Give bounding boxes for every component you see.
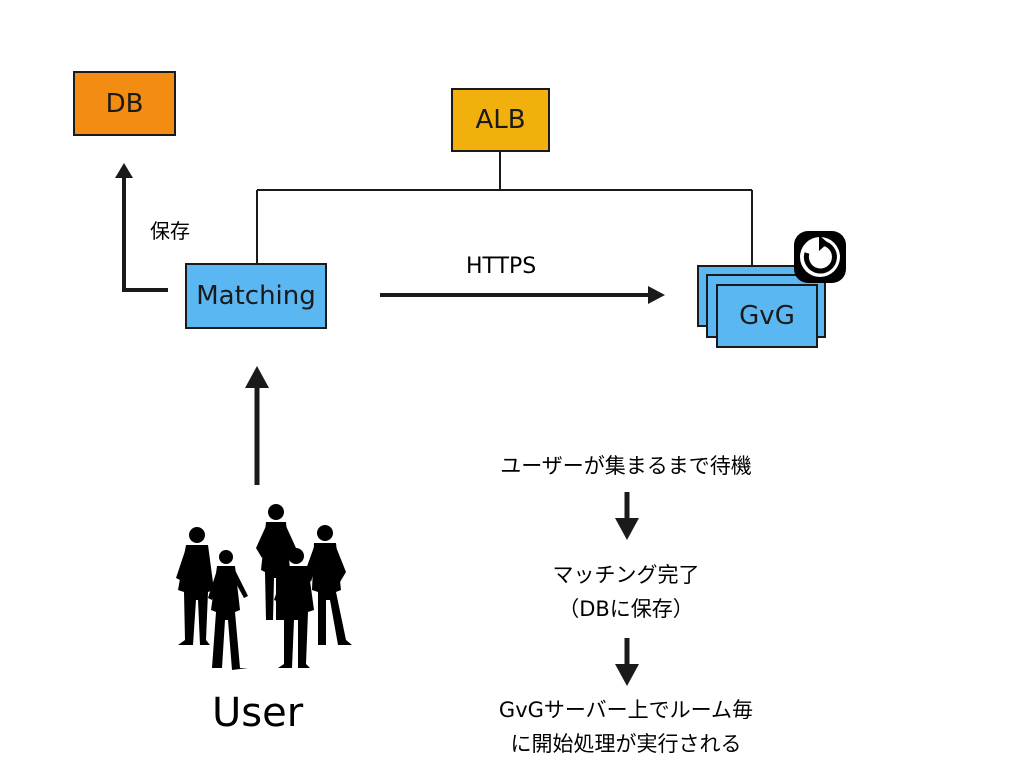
step-gvg-start-line2: に開始処理が実行される xyxy=(510,732,742,756)
restart-icon xyxy=(794,231,846,283)
step-wait-users: ユーザーが集まるまで待機 xyxy=(500,454,752,478)
person-silhouette-5 xyxy=(274,548,314,668)
users-silhouette-icon xyxy=(176,504,352,670)
gvg-node-label: GvG xyxy=(739,301,795,331)
step-matching-save-note: （DBに保存） xyxy=(558,597,694,621)
https-arrowhead xyxy=(648,286,665,304)
https-label: HTTPS xyxy=(466,254,537,279)
person-silhouette-4 xyxy=(305,525,352,645)
person-silhouette-1 xyxy=(176,527,214,645)
step-arrow-2-head xyxy=(615,664,639,686)
db-node: DB xyxy=(73,71,176,136)
step-matching-complete: マッチング完了 xyxy=(552,563,700,587)
user-arrowhead xyxy=(245,366,269,388)
user-label: User xyxy=(212,690,304,736)
alb-node: ALB xyxy=(451,88,550,152)
step-arrow-1-head xyxy=(615,518,639,540)
save-arrow-line xyxy=(122,178,168,292)
step-gvg-start-line1: GvGサーバー上でルーム毎 xyxy=(498,698,754,722)
db-node-label: DB xyxy=(105,88,144,119)
gvg-node: GvG xyxy=(716,284,818,348)
matching-node-label: Matching xyxy=(196,281,316,311)
save-arrowhead xyxy=(115,163,133,178)
alb-node-label: ALB xyxy=(475,105,526,135)
matching-node: Matching xyxy=(185,263,327,329)
person-silhouette-2 xyxy=(208,550,248,670)
save-label: 保存 xyxy=(150,219,190,243)
